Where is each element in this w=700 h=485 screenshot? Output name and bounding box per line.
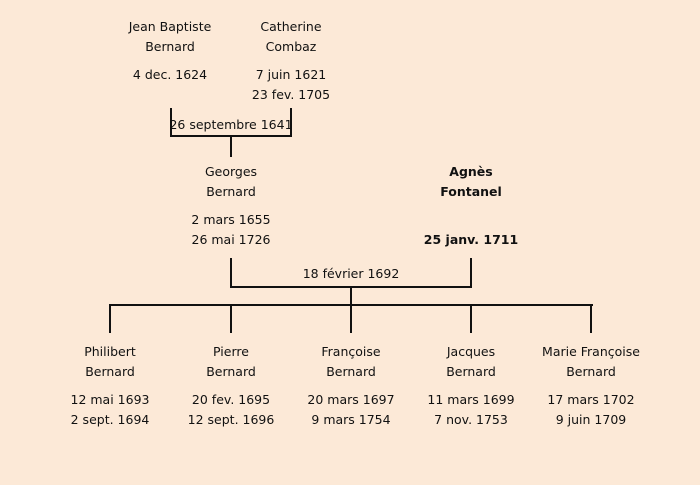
connector-line [170, 108, 172, 137]
marriage-date: 18 février 1692 [302, 266, 400, 281]
connector-line [230, 135, 232, 157]
person-pierre-bernard: Pierre Bernard 20 fev. 1695 12 sept. 169… [151, 342, 311, 430]
person-catherine-combaz: Catherine Combaz 7 juin 1621 23 fev. 170… [211, 17, 371, 105]
last-name: Bernard [566, 364, 616, 379]
last-name: Bernard [85, 364, 135, 379]
person-marie-francoise-bernard: Marie Françoise Bernard 17 mars 1702 9 j… [511, 342, 671, 430]
death-date: 7 nov. 1753 [434, 412, 508, 427]
first-name: Philibert [84, 344, 136, 359]
first-name: Françoise [321, 344, 381, 359]
last-name: Fontanel [440, 184, 502, 199]
last-name: Bernard [206, 184, 256, 199]
first-name: Marie Françoise [542, 344, 640, 359]
birth-date: 20 mars 1697 [307, 392, 395, 407]
birth-date: 2 mars 1655 [191, 212, 271, 227]
connector-line [230, 304, 232, 333]
person-agnes-fontanel: Agnès Fontanel 25 janv. 1711 [391, 162, 551, 250]
first-name: Pierre [213, 344, 249, 359]
last-name: Bernard [206, 364, 256, 379]
first-name: Agnès [449, 164, 493, 179]
birth-date: 17 mars 1702 [547, 392, 635, 407]
person-francoise-bernard: Françoise Bernard 20 mars 1697 9 mars 17… [271, 342, 431, 430]
person-georges-bernard: Georges Bernard 2 mars 1655 26 mai 1726 [151, 162, 311, 250]
person-jean-baptiste-bernard: Jean Baptiste Bernard 4 dec. 1624 [90, 17, 250, 85]
first-name: Jacques [446, 344, 496, 359]
birth-date: 20 fev. 1695 [191, 392, 271, 407]
death-date: 26 mai 1726 [191, 232, 271, 247]
death-date: 25 janv. 1711 [423, 232, 519, 247]
birth-date [391, 210, 551, 230]
connector-line [109, 304, 111, 333]
last-name: Bernard [446, 364, 496, 379]
connector-line [470, 258, 472, 288]
connector-line [290, 108, 292, 137]
marriage-date: 26 septembre 1641 [169, 117, 293, 132]
first-name: Catherine [260, 19, 322, 34]
person-jacques-bernard: Jacques Bernard 11 mars 1699 7 nov. 1753 [391, 342, 551, 430]
last-name: Bernard [326, 364, 376, 379]
birth-date: 11 mars 1699 [427, 392, 515, 407]
death-date: 2 sept. 1694 [70, 412, 150, 427]
last-name: Combaz [265, 39, 317, 54]
connector-line [350, 286, 352, 306]
connector-line [350, 304, 352, 333]
birth-date: 7 juin 1621 [255, 67, 327, 82]
first-name: Georges [204, 164, 258, 179]
birth-date: 12 mai 1693 [70, 392, 150, 407]
death-date: 23 fev. 1705 [251, 87, 331, 102]
death-date: 12 sept. 1696 [187, 412, 275, 427]
connector-line [230, 258, 232, 288]
death-date: 9 mars 1754 [311, 412, 391, 427]
first-name: Jean Baptiste [128, 19, 212, 34]
last-name: Bernard [145, 39, 195, 54]
birth-date: 4 dec. 1624 [132, 67, 208, 82]
connector-line [470, 304, 472, 333]
death-date: 9 juin 1709 [555, 412, 627, 427]
connector-line [590, 304, 592, 333]
person-philibert-bernard: Philibert Bernard 12 mai 1693 2 sept. 16… [30, 342, 190, 430]
